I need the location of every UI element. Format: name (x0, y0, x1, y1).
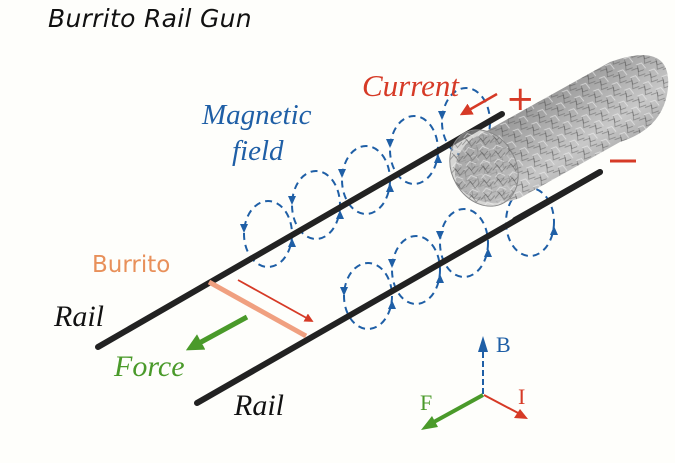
current-arrow-top (459, 92, 498, 116)
current-arrow-bar (237, 279, 314, 322)
field-arrow-icon (240, 224, 248, 233)
i-axis (483, 394, 521, 415)
field-direction-arrows (240, 111, 558, 309)
f-axis-label: F (420, 390, 432, 415)
field-arrow-icon (338, 169, 346, 178)
upper-rail-label: Rail (53, 300, 104, 333)
field-arrow-icon (336, 210, 344, 219)
burrito-label: Burrito (92, 252, 170, 278)
axis-triad: B I F (420, 332, 528, 430)
field-arrow-icon (388, 259, 396, 268)
field-arrow-icon (388, 300, 396, 309)
field-loop (439, 208, 489, 278)
field-arrow-icon (288, 238, 296, 247)
foil-burrito-cylinder (449, 55, 669, 207)
force-arrow (185, 314, 249, 351)
field-arrow-icon (436, 274, 444, 283)
b-axis-arrow-icon (478, 336, 488, 352)
magnetic-field-label-line1: Magnetic (201, 99, 312, 131)
i-axis-label: I (518, 384, 525, 409)
field-arrow-icon (550, 226, 558, 235)
field-arrow-icon (288, 196, 296, 205)
field-arrow-icon (434, 154, 442, 163)
burrito-bar (207, 279, 308, 339)
field-arrow-icon (438, 111, 446, 120)
b-axis-label: B (496, 332, 511, 357)
force-label: Force (113, 350, 185, 383)
upper-rail (95, 111, 505, 350)
lower-rail-label: Rail (233, 389, 284, 422)
field-arrow-icon (386, 139, 394, 148)
i-axis-arrow-icon (514, 409, 528, 419)
diagram-title: Burrito Rail Gun (48, 4, 252, 33)
plus-sign: + (506, 79, 535, 119)
field-arrow-icon (484, 248, 492, 257)
f-axis (431, 393, 484, 425)
field-arrow-icon (386, 183, 394, 192)
field-arrow-icon (436, 231, 444, 240)
f-axis-arrow-icon (421, 416, 438, 430)
field-arrow-icon (340, 287, 348, 296)
lower-rail-front (512, 169, 603, 223)
current-label: Current (362, 68, 460, 103)
magnetic-field-label-line2: field (232, 135, 284, 167)
field-loop (391, 235, 441, 305)
